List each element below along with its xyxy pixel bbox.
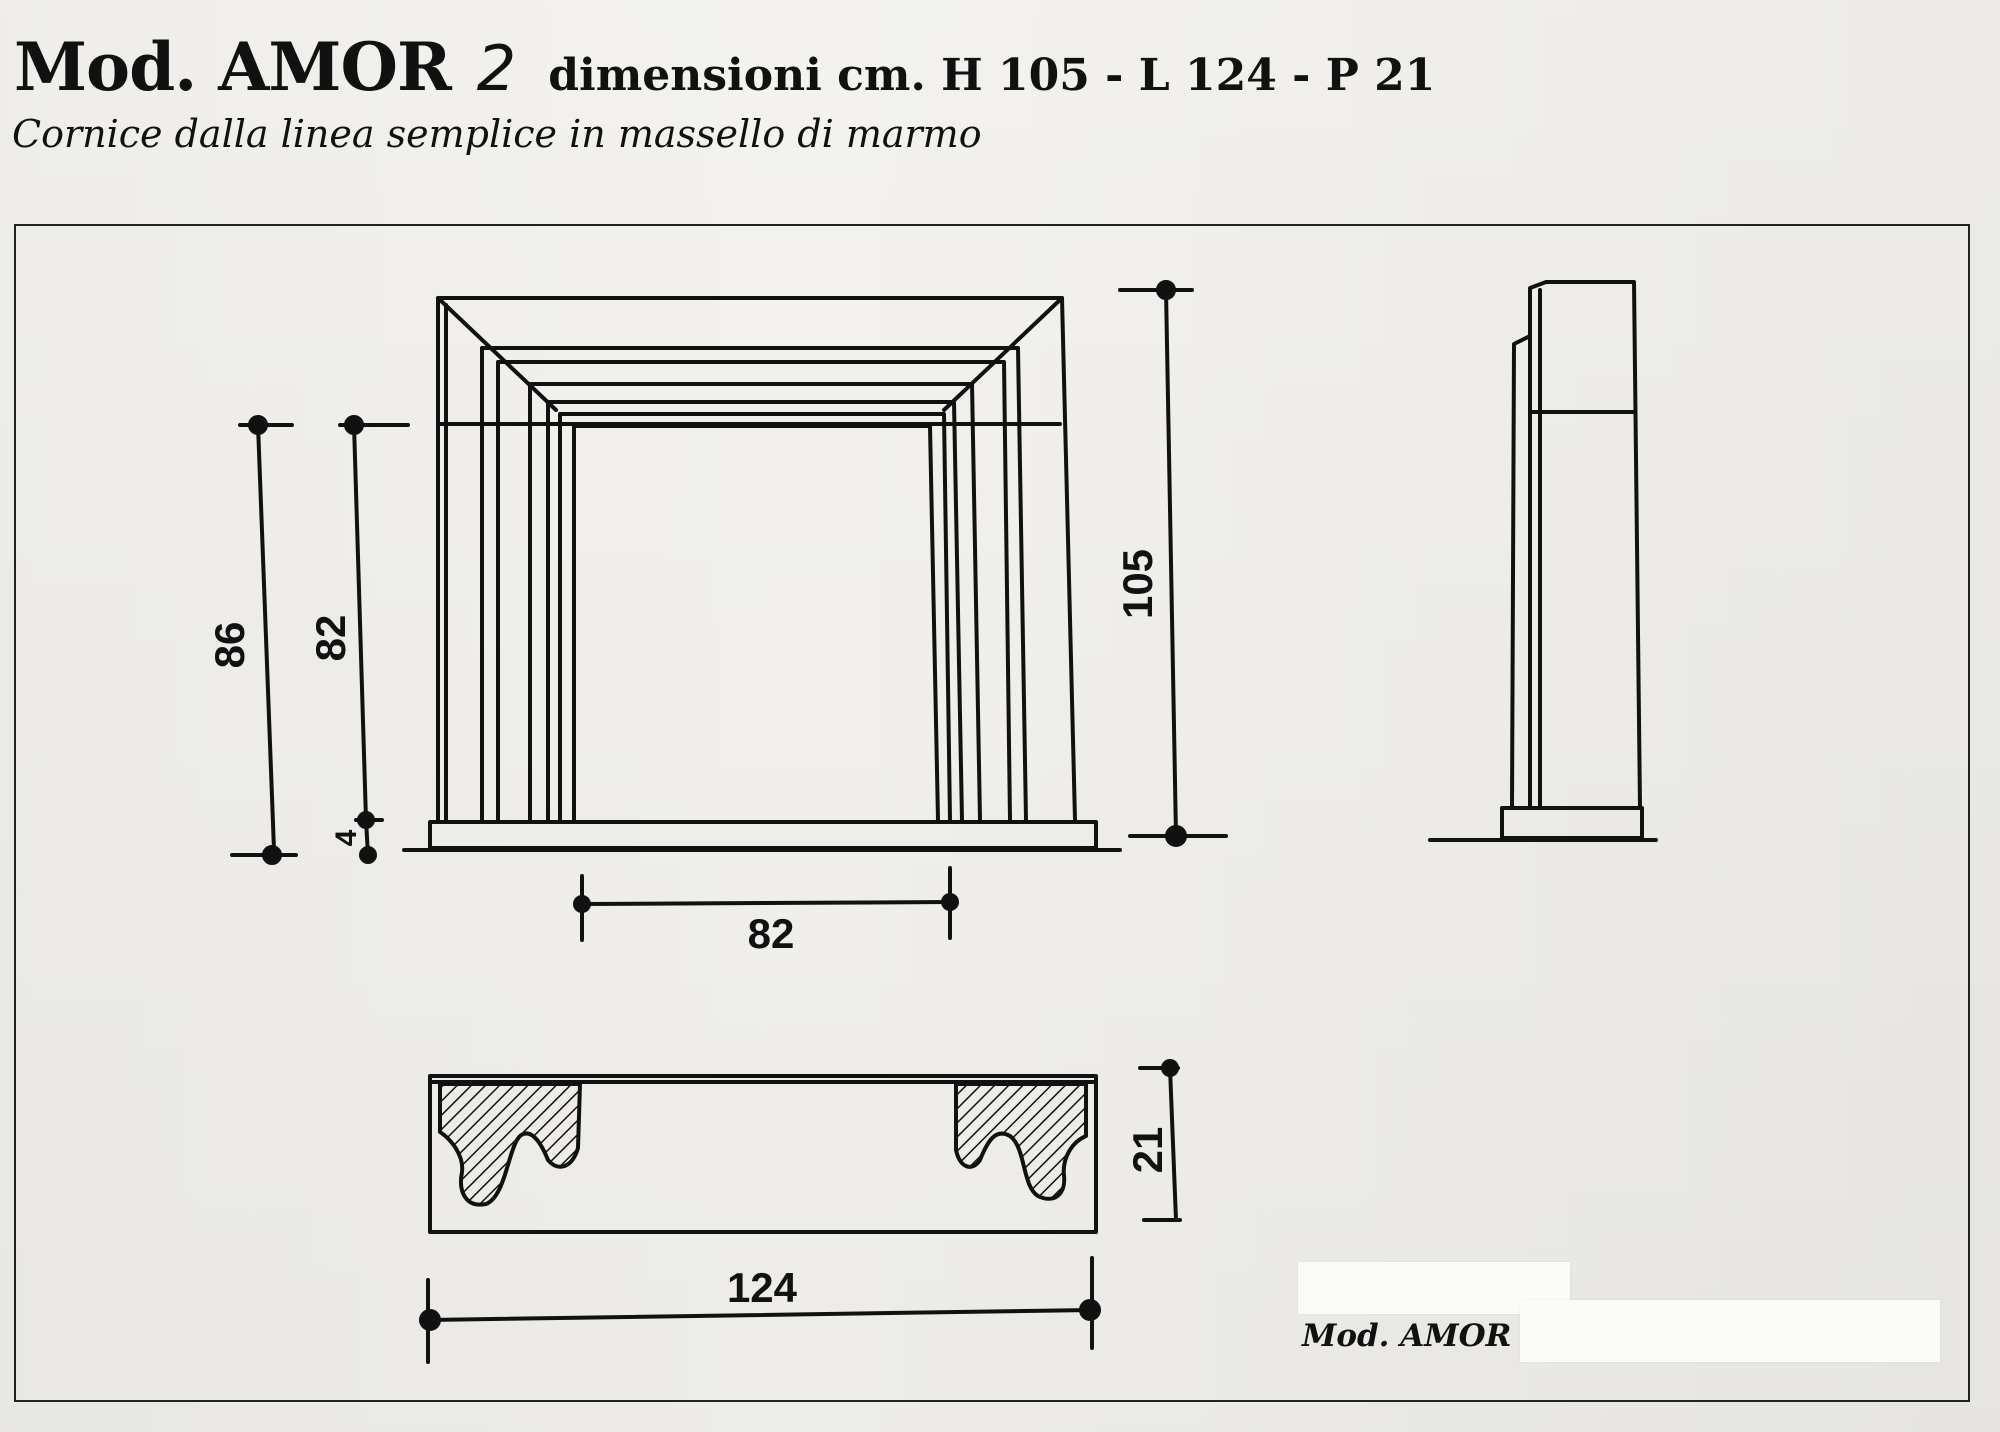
front-mitre-left [436, 296, 558, 412]
label-total-opening-height: 86 [206, 622, 253, 669]
dim-124-right-dot [1079, 1299, 1101, 1321]
dim-124-line [426, 1308, 1094, 1322]
front-mitre-right [942, 296, 1064, 412]
handwritten-number: 2 [476, 32, 517, 105]
label-total-height: 105 [1114, 549, 1161, 619]
plan-jamb-right-section [954, 1082, 1088, 1201]
front-moulding-4 [546, 400, 964, 822]
dim-86-line [256, 423, 276, 852]
dim-124-left-dot [419, 1309, 441, 1331]
overall-dimensions: dimensioni cm. H 105 - L 124 - P 21 [548, 50, 1436, 101]
front-moulding-3 [528, 382, 982, 822]
dim-21-top-dot [1161, 1059, 1179, 1077]
front-elevation [230, 280, 1228, 942]
side-main-slab [1528, 280, 1642, 810]
front-base-plinth [428, 820, 1098, 850]
front-opening [572, 424, 940, 822]
dim-105-top-dot [1156, 280, 1176, 300]
side-elevation [1428, 280, 1658, 842]
dim-105-bottom-dot [1165, 825, 1187, 847]
label-opening-height: 82 [307, 615, 354, 662]
dim-86-top-dot [248, 415, 268, 435]
dim-105-line [1164, 288, 1178, 838]
correction-patch-2 [1520, 1300, 1940, 1362]
page-subtitle: Cornice dalla linea semplice in massello… [12, 112, 982, 156]
front-moulding-2 [496, 360, 1012, 822]
plan-jamb-left-section [438, 1082, 582, 1207]
dim-4-bottom-dot [359, 846, 377, 864]
dim-82-line [352, 423, 368, 822]
front-moulding-1 [480, 346, 1028, 822]
front-outer-frame [436, 296, 1077, 822]
plan-outline [428, 1074, 1098, 1234]
label-opening-width: 82 [748, 910, 795, 957]
side-moulding [1510, 334, 1532, 810]
model-name: Mod. AMOR [14, 28, 452, 106]
plan-view [419, 1059, 1182, 1364]
page-title: Mod. AMOR 2 dimensioni cm. H 105 - L 124 -… [14, 28, 1435, 106]
dim-82w-left-dot [573, 895, 591, 913]
dim-86-bottom-dot [262, 845, 282, 865]
drawing-frame [14, 224, 1970, 1402]
dim-21-line [1168, 1066, 1178, 1222]
side-base-plinth [1500, 806, 1644, 840]
drawing-caption: Mod. AMOR [1302, 1318, 1512, 1354]
dim-82-top-dot [344, 415, 364, 435]
front-moulding-5 [558, 412, 952, 822]
dim-82w-line [580, 900, 952, 906]
label-depth: 21 [1124, 1127, 1171, 1174]
dim-82w-right-dot [941, 893, 959, 911]
label-base-height: 4 [330, 829, 363, 846]
label-total-width: 124 [727, 1264, 798, 1311]
